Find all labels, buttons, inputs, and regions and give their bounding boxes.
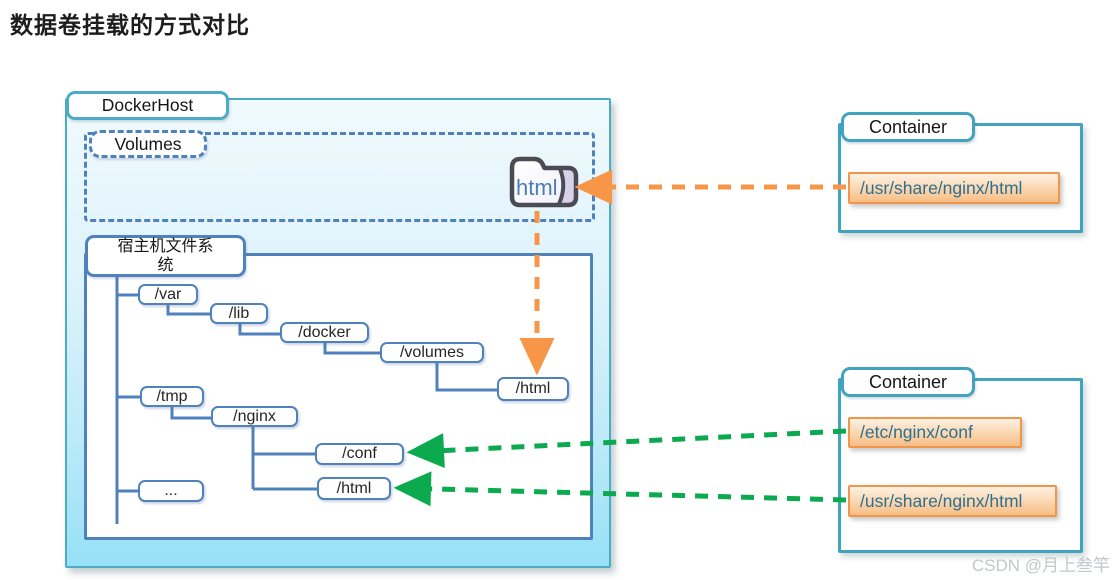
container-2-mount-html-text: /usr/share/nginx/html [860,490,1023,511]
host-filesystem-label-text: 宿主机文件系统 [117,237,214,274]
container-2-label-text: Container [868,371,948,392]
tree-node-docker: /docker [280,322,369,343]
tree-node-lib: /lib [210,303,268,324]
container-2-mount-conf-text: /etc/nginx/conf [860,422,973,442]
container-2-box [838,378,1083,553]
container-1-label: Container [841,112,975,142]
tree-node-nginx: /nginx [211,406,298,427]
tree-node-var-label: /var [154,285,182,303]
container-1-label-text: Container [868,116,948,137]
tree-node-nginx-label: /nginx [233,407,276,425]
host-filesystem-label: 宿主机文件系统 [85,235,246,277]
tree-node-conf: /conf [315,443,404,465]
volumes-label: Volumes [89,130,207,158]
container-2-label: Container [841,367,975,397]
tree-node-html-under-volumes-label: /html [515,380,551,397]
container-2-mount-conf: /etc/nginx/conf [848,417,1022,448]
page-title: 数据卷挂载的方式对比 [10,12,250,38]
tree-node-tmp: /tmp [140,386,204,407]
tree-node-volumes: /volumes [380,342,484,363]
tree-node-html-under-nginx: /html [317,477,391,500]
tree-node-ellipsis: ... [138,480,204,502]
container-1-mount-html-text: /usr/share/nginx/html [860,177,1023,198]
container-2-mount-html: /usr/share/nginx/html [848,485,1057,517]
tree-node-var: /var [138,284,198,305]
tree-node-html-under-volumes: /html [497,377,569,401]
volumes-label-text: Volumes [114,133,182,154]
dockerhost-label: DockerHost [66,91,229,120]
tree-node-ellipsis-label: ... [164,482,178,499]
watermark: CSDN @月上叁竿 [971,556,1110,575]
tree-node-tmp-label: /tmp [156,387,188,405]
tree-node-lib-label: /lib [228,304,250,322]
tree-node-docker-label: /docker [298,323,351,341]
dockerhost-label-text: DockerHost [101,95,194,115]
tree-node-conf-label: /conf [342,445,377,462]
container-1-mount-html: /usr/share/nginx/html [848,172,1060,204]
tree-node-html-under-nginx-label: /html [336,479,372,497]
tree-node-volumes-label: /volumes [399,343,465,361]
